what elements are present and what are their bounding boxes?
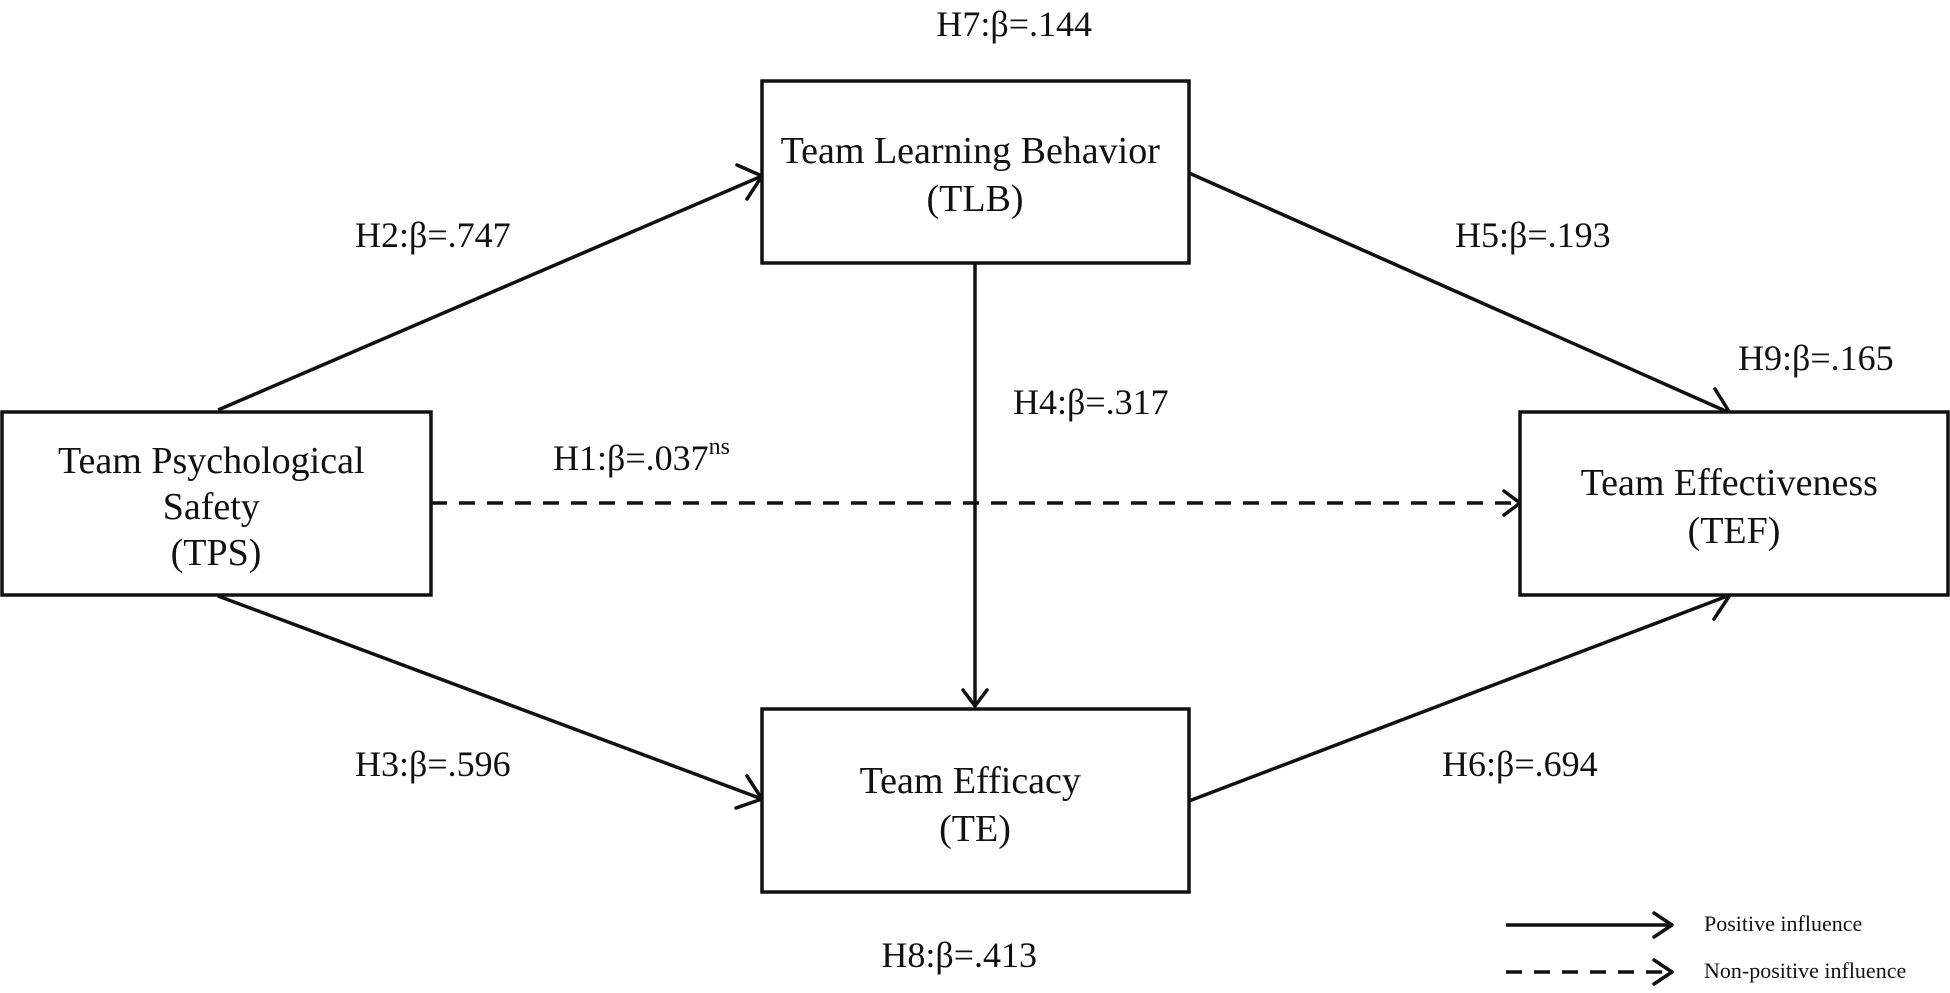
- node-tlb-box: [760, 79, 1191, 265]
- legend-non-positive: Non-positive influence: [1506, 958, 1906, 986]
- label-h7: H7:β=.144: [936, 4, 1092, 44]
- node-tlb: Team Learning Behavior (TLB): [760, 79, 1191, 265]
- label-h8: H8:β=.413: [881, 935, 1037, 975]
- edge-h2: [217, 163, 764, 412]
- edge-h4: [961, 263, 989, 708]
- label-h4: H4:β=.317: [1013, 382, 1169, 422]
- legend-positive-label: Positive influence: [1704, 911, 1862, 936]
- edge-h5: [1188, 171, 1732, 421]
- label-h1-value: H1:β=.037: [553, 438, 709, 478]
- node-te: Team Efficacy (TE): [760, 707, 1191, 894]
- node-tps-label: Team Psychological Safety (TPS): [58, 440, 374, 574]
- node-tps: Team Psychological Safety (TPS): [0, 410, 433, 597]
- node-tef-box: [1518, 410, 1950, 597]
- node-te-box: [760, 707, 1191, 894]
- label-h9: H9:β=.165: [1738, 338, 1894, 378]
- label-h3: H3:β=.596: [355, 744, 511, 784]
- node-tlb-label: Team Learning Behavior (TLB): [781, 130, 1170, 220]
- node-tps-box: [0, 410, 433, 597]
- legend-non-positive-label: Non-positive influence: [1704, 958, 1906, 983]
- label-h1-superscript: ns: [709, 434, 730, 460]
- label-h2: H2:β=.747: [355, 215, 511, 255]
- label-h1: H1:β=.037ns: [553, 434, 730, 478]
- label-h6: H6:β=.694: [1442, 744, 1598, 784]
- node-te-label: Team Efficacy (TE): [860, 760, 1091, 850]
- label-h5: H5:β=.193: [1455, 215, 1611, 255]
- legend: Positive influence Non-positive influenc…: [1506, 911, 1906, 986]
- path-labels: H7:β=.144 H2:β=.747 H5:β=.193 H9:β=.165 …: [355, 4, 1894, 975]
- node-tef: Team Effectiveness (TEF): [1518, 410, 1950, 597]
- node-tef-label: Team Effectiveness (TEF): [1581, 462, 1888, 552]
- legend-positive: Positive influence: [1506, 911, 1862, 939]
